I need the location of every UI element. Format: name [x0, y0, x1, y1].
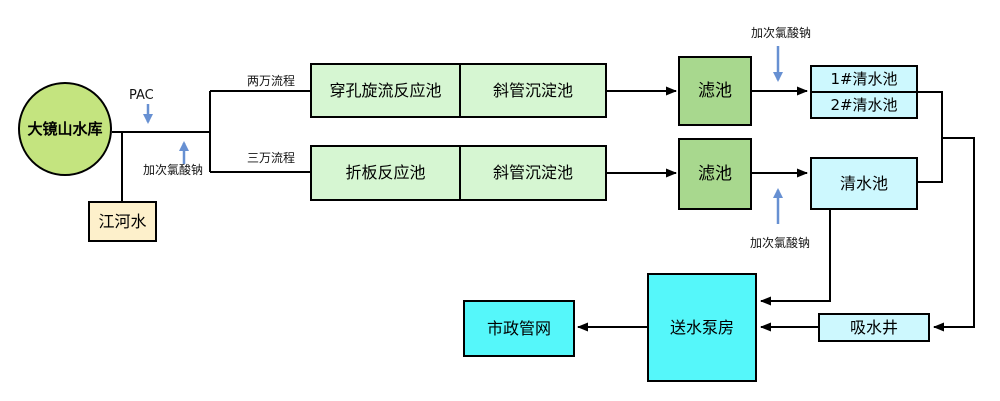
- node-filter-tank-2: 滤池: [678, 138, 752, 210]
- naclo-bottom-label: 加次氯酸钠: [750, 236, 811, 250]
- folded-plate-reaction-tank-label: 折板反应池: [345, 163, 426, 183]
- sedimentation-tank2-label: 斜管沉淀池: [492, 163, 573, 183]
- swirl-reaction-tank-label: 穿孔旋流反应池: [329, 80, 442, 100]
- suction-well-label: 吸水井: [849, 317, 898, 337]
- reservoir-label: 大镜山水库: [27, 119, 103, 138]
- node-river-water: 江河水: [88, 201, 157, 242]
- node-reservoir: 大镜山水库: [18, 82, 112, 176]
- node-clearwater-tanks-1-2: 1#清水池 2#清水池: [810, 65, 918, 119]
- pump-station-label: 送水泵房: [669, 317, 734, 337]
- flow-20k-label: 两万流程: [247, 74, 296, 88]
- river-water-label: 江河水: [98, 211, 147, 231]
- wire-clearwater-merge: [918, 91, 943, 183]
- clearwater-tank1-label: 1#清水池: [830, 69, 898, 88]
- node-suction-well: 吸水井: [818, 313, 930, 342]
- node-municipal-network: 市政管网: [463, 300, 575, 357]
- filter-tank1-label: 滤池: [698, 80, 732, 101]
- node-clearwater-tank-2: 2#清水池: [812, 91, 916, 117]
- flow-30k-label: 三万流程: [247, 151, 296, 165]
- node-clearwater-tank-1: 1#清水池: [812, 67, 916, 91]
- node-swirl-reaction-tank: 穿孔旋流反应池: [312, 65, 461, 116]
- clearwater-tank2-label: 2#清水池: [830, 95, 898, 114]
- node-inclined-tube-sedimentation-1: 斜管沉淀池: [461, 65, 605, 116]
- filter-tank2-label: 滤池: [698, 163, 732, 184]
- municipal-network-label: 市政管网: [486, 318, 551, 338]
- black-flow-lines: [112, 86, 975, 332]
- blue-dosing-arrows: [143, 46, 783, 224]
- node-folded-plate-reaction-tank: 折板反应池: [312, 147, 461, 199]
- naclo-top-label: 加次氯酸钠: [751, 26, 812, 40]
- node-clearwater-tank-main: 清水池: [810, 157, 918, 210]
- node-process-row1: 穿孔旋流反应池 斜管沉淀池: [310, 63, 607, 118]
- pac-dosing-label: PAC: [129, 88, 154, 103]
- arrow-merge-to-suction-well: [933, 137, 975, 332]
- naclo-left-label: 加次氯酸钠: [143, 163, 204, 177]
- sedimentation-tank1-label: 斜管沉淀池: [492, 80, 573, 100]
- arrow-clearwater-to-pump: [760, 210, 831, 306]
- node-inclined-tube-sedimentation-2: 斜管沉淀池: [461, 147, 605, 199]
- node-process-row2: 折板反应池 斜管沉淀池: [310, 145, 607, 201]
- node-filter-tank-1: 滤池: [678, 56, 752, 126]
- node-pump-station: 送水泵房: [647, 273, 757, 382]
- clearwater-main-label: 清水池: [839, 173, 888, 193]
